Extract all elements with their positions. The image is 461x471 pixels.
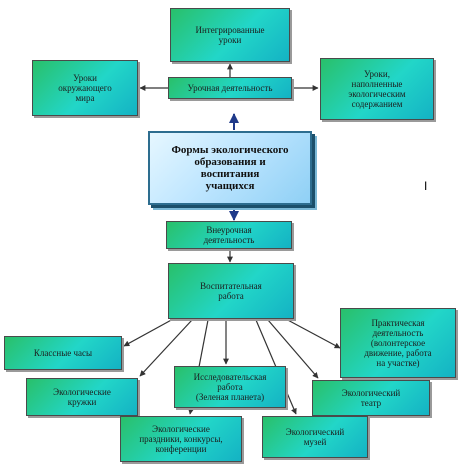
node-label: Экологические кружки	[53, 387, 111, 407]
arrow-upbringing-to-practical	[283, 317, 341, 349]
arrow-upbringing-to-class-hours	[123, 317, 176, 347]
node-label: Уроки окружающего мира	[58, 73, 112, 103]
node-eco-museum: Экологический музей	[262, 416, 368, 458]
node-label: Воспитательная работа	[200, 281, 262, 301]
node-lessons-activity: Урочная деятельность	[168, 77, 292, 99]
node-label: Классные часы	[33, 348, 93, 358]
node-class-hours: Классные часы	[4, 336, 122, 370]
node-eco-holidays: Экологические праздники, конкурсы, конфе…	[120, 416, 242, 462]
node-label: Исследовательская работа (Зеленая планет…	[193, 372, 267, 402]
node-label: Уроки, наполненные экологическим содержа…	[348, 69, 406, 109]
node-world-lessons: Уроки окружающего мира	[32, 60, 138, 116]
node-practical: Практическая деятельность (волонтерское …	[340, 308, 456, 378]
node-label: Внеурочная деятельность	[203, 225, 255, 245]
arrow-upbringing-to-eco-theatre	[267, 319, 319, 379]
node-integrated-lessons: Интегрированные уроки	[170, 8, 290, 62]
node-label: Практическая деятельность (волонтерское …	[364, 318, 432, 368]
node-upbringing: Воспитательная работа	[168, 263, 294, 319]
node-label: Экологический театр	[341, 388, 401, 408]
center-label: Формы экологического образования и воспи…	[171, 144, 289, 192]
node-research: Исследовательская работа (Зеленая планет…	[174, 366, 286, 408]
node-label: Урочная деятельность	[187, 83, 273, 93]
node-eco-theatre: Экологический театр	[312, 380, 430, 416]
node-center-forms: Формы экологического образования и воспи…	[148, 131, 312, 205]
node-label: Экологический музей	[285, 427, 345, 447]
stray-mark: I	[424, 179, 428, 193]
node-eco-content-lessons: Уроки, наполненные экологическим содержа…	[320, 58, 434, 120]
arrow-upbringing-to-eco-clubs	[139, 319, 193, 377]
node-label: Интегрированные уроки	[195, 25, 265, 45]
node-extracurricular: Внеурочная деятельность	[166, 221, 292, 249]
node-label: Экологические праздники, конкурсы, конфе…	[139, 424, 223, 454]
node-eco-clubs: Экологические кружки	[26, 378, 138, 416]
